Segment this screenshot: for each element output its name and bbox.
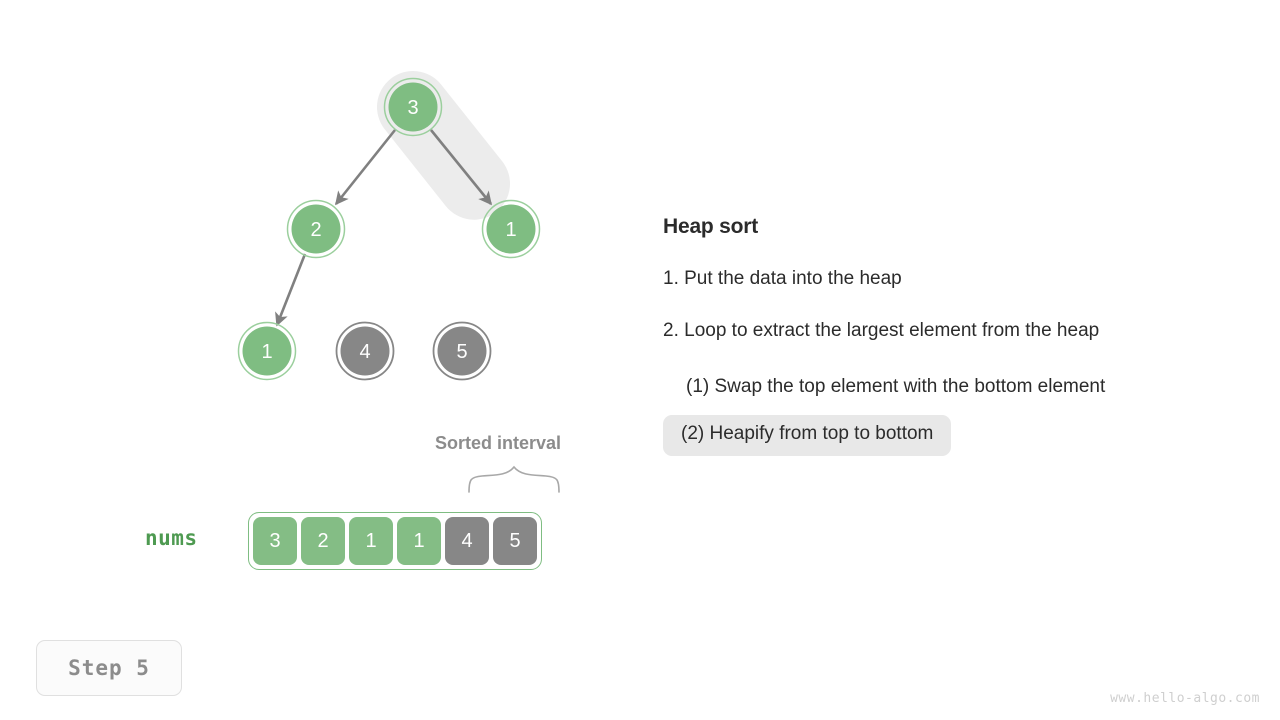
- explanation-panel: Heap sort 1. Put the data into the heap …: [663, 215, 1263, 466]
- sorted-interval-brace: [468, 465, 560, 493]
- watermark: www.hello-algo.com: [1110, 691, 1260, 706]
- nums-array: 3 2 1 1 4 5: [248, 512, 542, 570]
- tree-edges: [275, 129, 493, 327]
- array-cell-3[interactable]: 1: [397, 517, 441, 565]
- edge-root-right: [429, 129, 493, 206]
- array-cell-2[interactable]: 1: [349, 517, 393, 565]
- page-title: Heap sort: [663, 215, 759, 238]
- tree-node-left-left[interactable]: 1: [237, 321, 297, 381]
- tree-node-right[interactable]: 1: [481, 199, 541, 259]
- array-variable-label: nums: [145, 526, 198, 550]
- tree-node-left-value: 2: [310, 219, 321, 241]
- tree-node-root-value: 3: [407, 97, 418, 119]
- tree-node-right-value: 1: [505, 219, 516, 241]
- algorithm-step-1: 1. Put the data into the heap: [663, 268, 902, 289]
- array-cell-4[interactable]: 4: [445, 517, 489, 565]
- tree-node-sorted-a-value: 4: [359, 341, 370, 363]
- algorithm-substep-1: (1) Swap the top element with the bottom…: [686, 375, 1106, 397]
- edge-root-left: [334, 129, 397, 206]
- heap-tree-diagram: 3 2 1 1 4 5: [237, 71, 560, 493]
- tree-node-root[interactable]: 3: [383, 77, 443, 137]
- array-cell-0[interactable]: 3: [253, 517, 297, 565]
- algorithm-substep-2: (2) Heapify from top to bottom: [663, 415, 952, 456]
- step-badge: Step 5: [36, 640, 182, 696]
- tree-node-sorted-a[interactable]: 4: [335, 321, 395, 381]
- algorithm-step-2: 2. Loop to extract the largest element f…: [663, 319, 1100, 341]
- sorted-interval-label: Sorted interval: [435, 433, 562, 453]
- tree-node-left[interactable]: 2: [286, 199, 346, 259]
- tree-node-sorted-b[interactable]: 5: [432, 321, 492, 381]
- edge-left-leftleft: [275, 253, 307, 327]
- tree-node-sorted-b-value: 5: [456, 341, 467, 363]
- array-cell-5[interactable]: 5: [493, 517, 537, 565]
- array-cell-1[interactable]: 2: [301, 517, 345, 565]
- tree-node-left-left-value: 1: [261, 341, 272, 363]
